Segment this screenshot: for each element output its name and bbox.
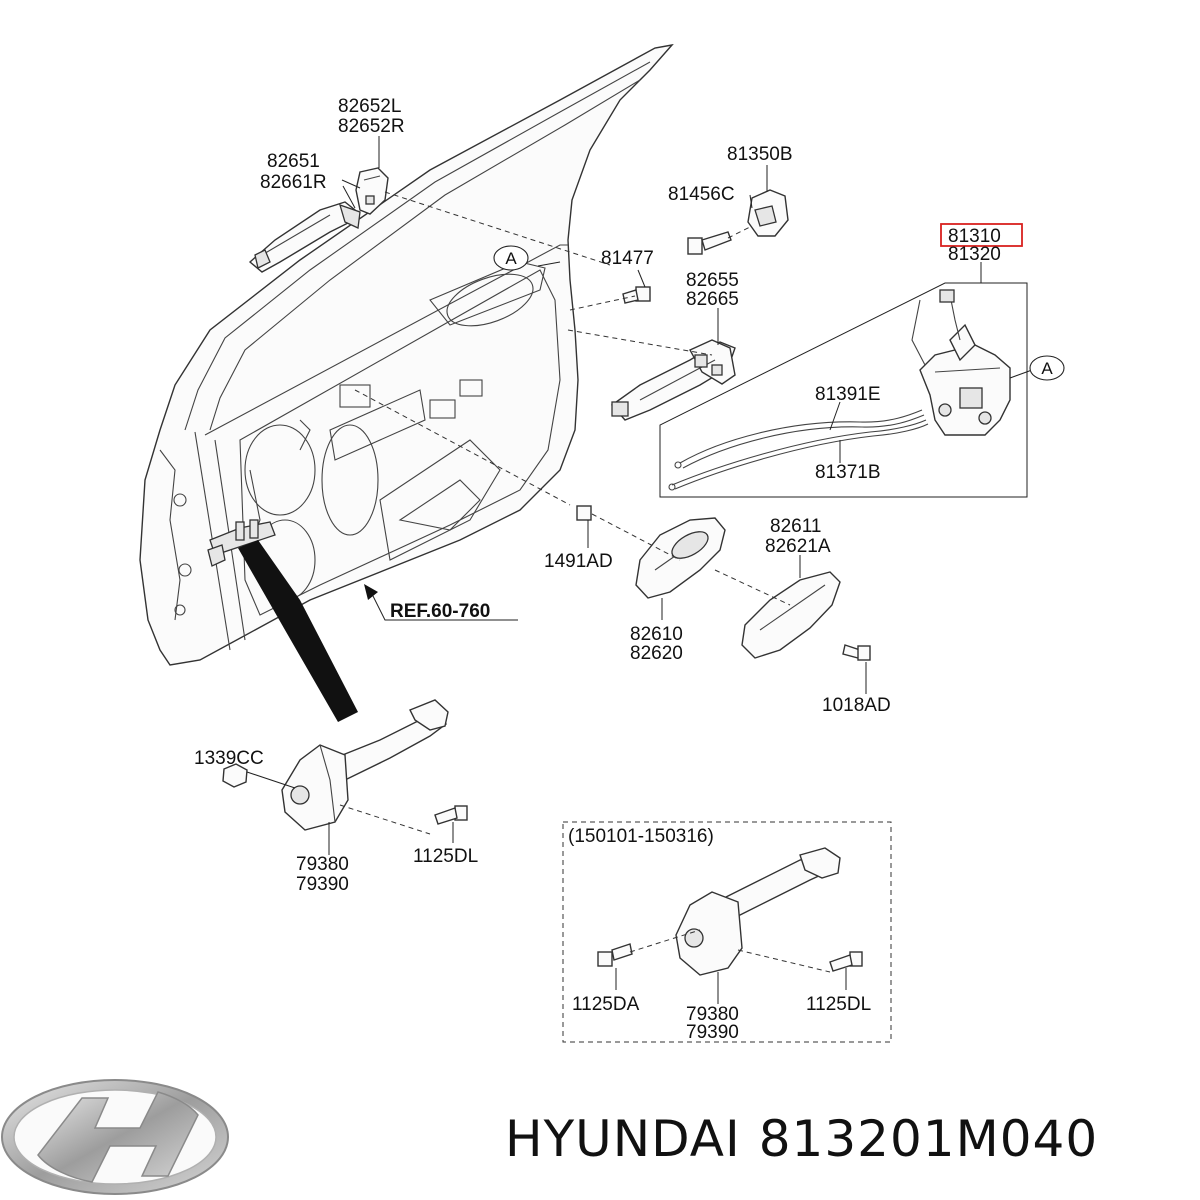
label-1018ad: 1018AD [822,695,891,716]
door-latch-81310 [911,289,1011,436]
label-81477: 81477 [601,248,654,269]
label-82661r: 82661R [260,172,327,193]
label-inset-1125da: 1125DA [572,994,640,1015]
label-1125dl: 1125DL [413,846,478,867]
label-81456c: 81456C [668,184,735,205]
nut-1339CC [222,763,248,788]
label-82621a: 82621A [765,536,831,557]
label-1339cc: 1339CC [194,748,264,769]
inside-handle-82610 [635,517,726,599]
leader-lines [246,136,1033,1004]
highlight-box-81310 [940,223,1023,247]
bolt-81477 [622,286,651,304]
screw-1018AD [842,644,871,661]
label-82652r: 82652R [338,116,405,137]
striker-81350B [747,189,789,237]
label-inset-79380: 79380 [686,1004,739,1025]
label-79390: 79390 [296,874,349,895]
assembly-dash-lines [339,191,831,973]
label-inset-range: (150101-150316) [568,826,714,847]
label-82655: 82655 [686,270,739,291]
label-inset-79390: 79390 [686,1022,739,1043]
inset-door-checker [675,847,841,976]
label-inset-1125dl: 1125DL [806,994,871,1015]
label-82651: 82651 [267,151,320,172]
inset-bolt-1125DL [829,951,863,972]
label-81350b: 81350B [727,144,793,165]
label-ref-60-760: REF.60-760 [390,601,490,622]
latch-assembly-box [659,282,1028,498]
callout-a-text: A [505,249,517,268]
label-81310: 81310 [948,226,1001,247]
label-82611: 82611 [770,516,821,537]
ref-arrow [364,584,518,621]
label-82652l: 82652L [338,96,401,117]
inside-handle-cover-82611 [741,571,841,659]
label-82620: 82620 [630,643,683,664]
handle-bracket-82655 [610,339,736,421]
label-82665: 82665 [686,289,739,310]
hyundai-logo [1,1079,229,1195]
bolt-1125DL [434,805,468,825]
label-82610: 82610 [630,624,683,645]
latch-cables-81391E-81371B [668,409,929,491]
brand-part-number: HYUNDAI 813201M040 [505,1110,1195,1180]
inset-box [562,821,892,1043]
outside-handle-cover [355,167,389,215]
inset-bolt-1125DA [597,943,633,967]
part-number: 813201M040 [758,1110,1099,1168]
callout-a-door: A [493,245,529,271]
clip-1491AD [576,505,592,521]
door-checker-79380 [281,699,449,831]
brand-name: HYUNDAI [505,1110,741,1168]
callout-a-latch: A [1029,355,1065,381]
callout-a-text-2: A [1041,359,1053,378]
label-81371b: 81371B [815,462,881,483]
label-1491ad: 1491AD [544,551,613,572]
bolt-81456C [687,231,732,255]
door-frame [139,43,674,666]
label-79380: 79380 [296,854,349,875]
outside-handle [248,201,361,273]
label-81320: 81320 [948,244,1001,265]
door-check-pointer [238,540,358,722]
label-81391e: 81391E [815,384,881,405]
